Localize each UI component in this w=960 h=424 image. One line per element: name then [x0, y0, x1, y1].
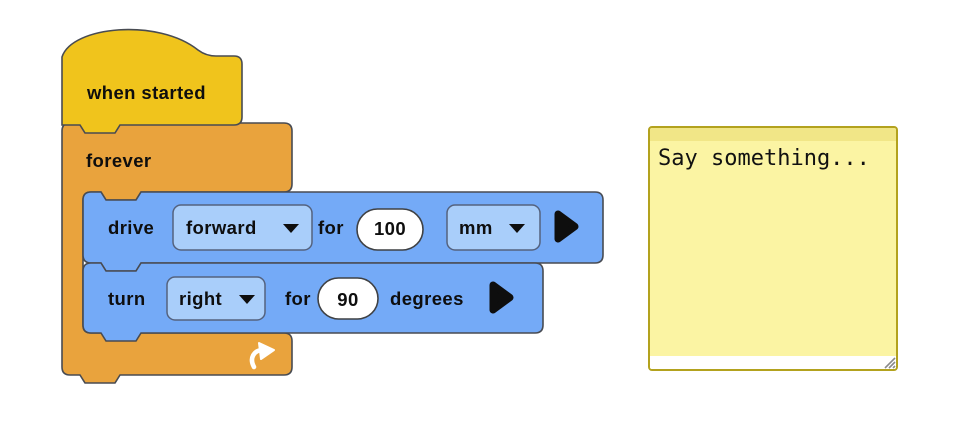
sticky-note-header[interactable]: [650, 128, 896, 141]
drive-distance-input[interactable]: 100: [356, 208, 424, 251]
sticky-note-footer: [650, 356, 896, 369]
turn-unit-label: degrees: [390, 288, 464, 309]
drive-unit-value: mm: [459, 217, 493, 238]
dropdown-arrow-icon: [509, 224, 525, 233]
drive-direction-value: forward: [186, 217, 257, 238]
drive-for-label: for: [318, 217, 344, 238]
sticky-note[interactable]: Say something...: [648, 126, 898, 371]
turn-verb-label: turn: [108, 288, 146, 309]
when-started-label: when started: [86, 82, 206, 103]
turn-block[interactable]: turn right for 90 degrees: [82, 262, 544, 342]
expand-arrow-icon[interactable]: [489, 281, 514, 314]
drive-distance-value: 100: [374, 218, 406, 239]
turn-direction-value: right: [179, 288, 222, 309]
expand-arrow-icon[interactable]: [554, 210, 579, 243]
when-started-block[interactable]: when started: [61, 28, 243, 134]
drive-unit-dropdown[interactable]: mm: [446, 204, 541, 251]
when-started-block-shape[interactable]: [61, 28, 243, 134]
turn-direction-dropdown[interactable]: right: [166, 276, 266, 321]
drive-block[interactable]: drive forward for 100 mm: [82, 191, 604, 272]
turn-for-label: for: [285, 288, 311, 309]
dropdown-arrow-icon: [239, 295, 255, 304]
turn-block-shape[interactable]: [82, 262, 544, 342]
forever-label: forever: [86, 150, 152, 171]
dropdown-arrow-icon: [283, 224, 299, 233]
repeat-arrow-icon: [249, 342, 275, 370]
turn-angle-value: 90: [337, 289, 358, 310]
resize-handle-icon[interactable]: [882, 355, 896, 369]
sticky-note-text[interactable]: Say something...: [658, 146, 870, 171]
drive-verb-label: drive: [108, 217, 154, 238]
drive-direction-dropdown[interactable]: forward: [172, 204, 313, 251]
turn-angle-input[interactable]: 90: [317, 277, 379, 320]
